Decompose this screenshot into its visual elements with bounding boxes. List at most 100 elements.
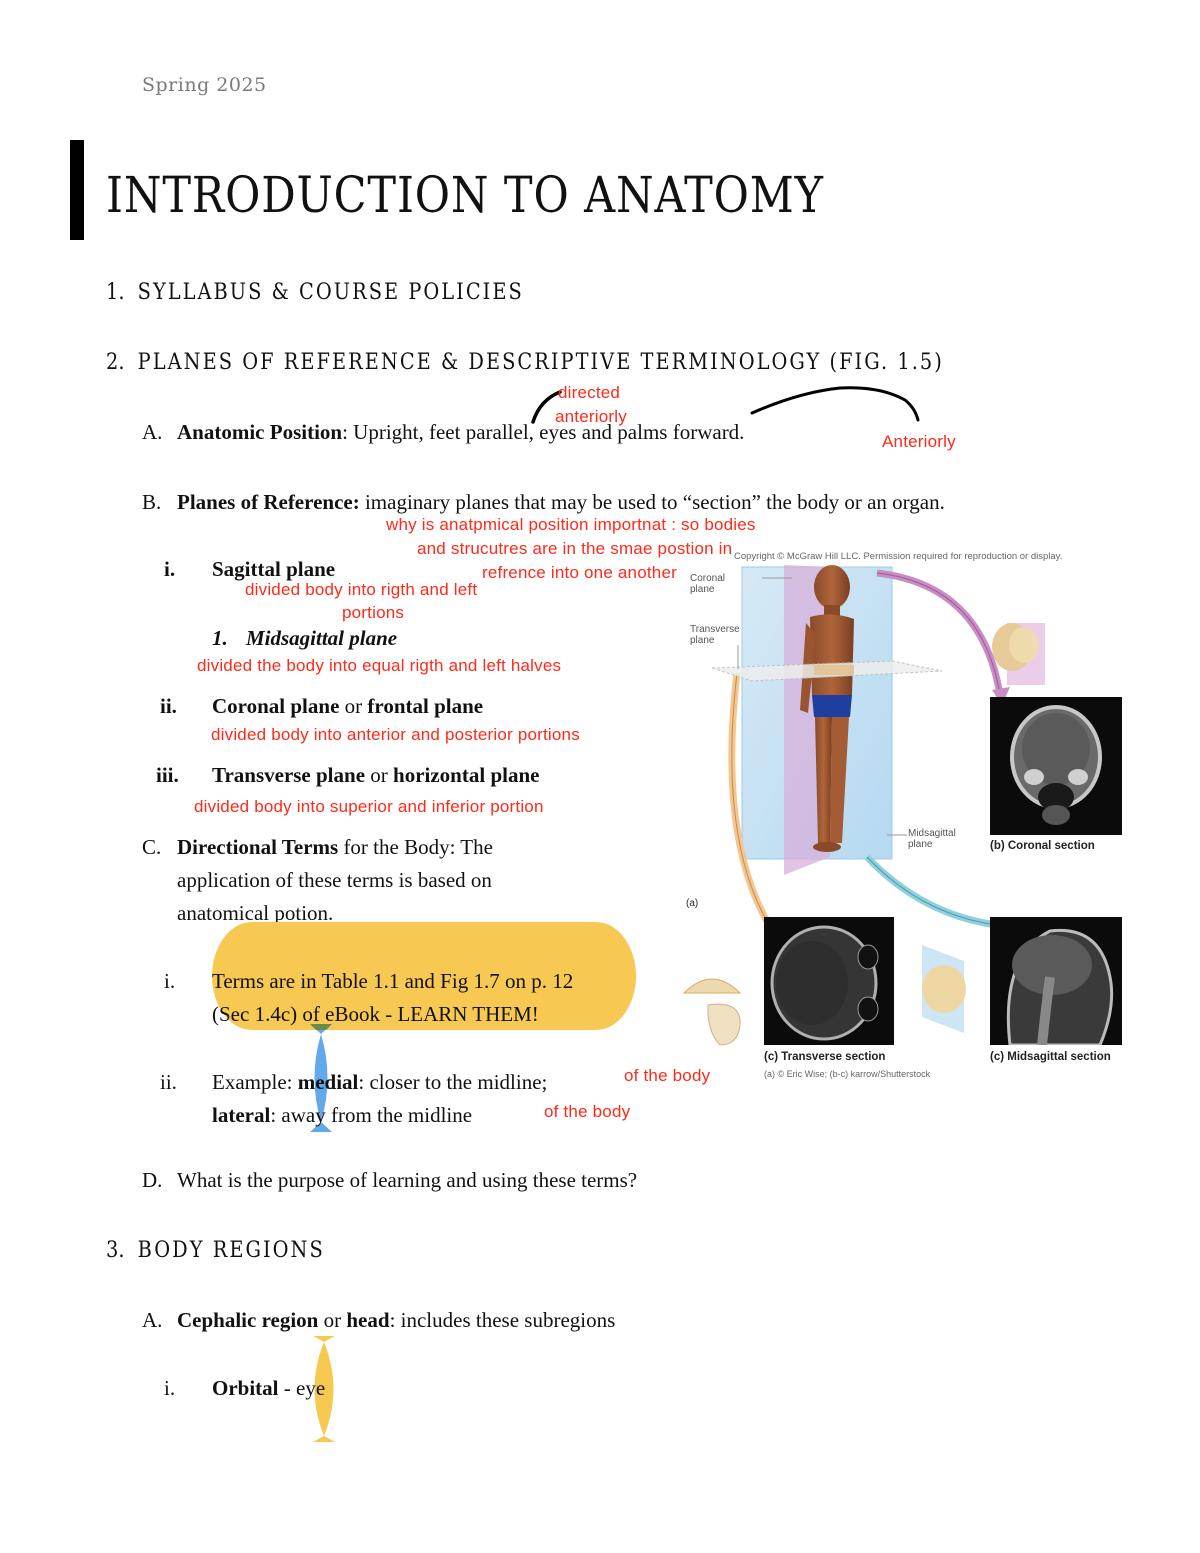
term: head	[346, 1308, 390, 1332]
panel-a-label: (a)	[686, 898, 699, 909]
midsagittal-plane-label: Midsagittal plane	[908, 828, 956, 850]
section-title: BODY REGIONS	[137, 1238, 325, 1263]
yellow-highlight-marker	[313, 1336, 335, 1442]
coronal-section-caption: (b) Coronal section	[990, 840, 1095, 852]
section-title: SYLLABUS & COURSE POLICIES	[137, 280, 524, 305]
item-marker: A.	[142, 420, 163, 444]
terms-table-item: i. Terms are in Table 1.1 and Fig 1.7 on…	[164, 965, 573, 1026]
connector: or	[339, 694, 368, 718]
text: : closer to the midline;	[358, 1070, 548, 1094]
page-title: INTRODUCTION TO ANATOMY	[106, 166, 824, 224]
transverse-plane-label: Transverse plane	[690, 624, 740, 646]
midsagittal-section-caption: (c) Midsagittal section	[990, 1051, 1111, 1063]
term: frontal plane	[367, 694, 484, 718]
label-line: Midsagittal	[908, 828, 956, 839]
definition: : Upright, feet parallel, eyes and palms…	[342, 420, 745, 444]
section-title: PLANES OF REFERENCE & DESCRIPTIVE TERMIN…	[137, 350, 944, 375]
term: Transverse plane	[212, 763, 366, 787]
item-marker: 1.	[212, 626, 228, 650]
definition: imaginary planes that may be used to “se…	[359, 490, 945, 514]
item-marker: iii.	[156, 763, 179, 787]
section-1-heading: 1. SYLLABUS & COURSE POLICIES	[106, 280, 524, 305]
ink-arcs	[531, 386, 920, 424]
blue-highlight-marker	[310, 1024, 332, 1132]
term: Cephalic region	[177, 1308, 319, 1332]
midsagittal-plane-item: 1. Midsagittal plane	[212, 626, 397, 651]
anatomy-planes-figure: Copyright © McGraw Hill LLC. Permission …	[682, 545, 1132, 1085]
yellow-highlight	[212, 922, 636, 1030]
term: Midsagittal plane	[246, 626, 398, 650]
label-line: Coronal	[690, 573, 726, 584]
item-marker: ii.	[160, 694, 177, 718]
question-text: What is the purpose of learning and usin…	[177, 1168, 638, 1192]
annotation-anteriorly-small: anteriorly	[555, 407, 627, 426]
sagittal-plane-item: i. Sagittal plane	[164, 557, 335, 582]
section-3-heading: 3. BODY REGIONS	[106, 1238, 325, 1263]
item-marker: ii.	[160, 1070, 177, 1094]
item-marker: i.	[164, 557, 176, 581]
term: Planes of Reference:	[177, 490, 360, 514]
item-marker: i.	[164, 969, 176, 993]
annotation-medial: of the body	[624, 1066, 711, 1085]
transverse-mri-image	[764, 917, 894, 1045]
item-marker: D.	[142, 1168, 163, 1192]
connector: or	[365, 763, 394, 787]
figure-credit: (a) © Eric Wise; (b-c) karrow/Shuttersto…	[764, 1069, 931, 1079]
midsagittal-mri-image	[990, 917, 1122, 1045]
term: Anatomic Position	[177, 420, 343, 444]
semester-label: Spring 2025	[142, 74, 267, 96]
anatomic-position-item: A. Anatomic Position: Upright, feet para…	[142, 420, 744, 445]
term: Coronal plane	[212, 694, 340, 718]
annotation-directed: directed	[558, 383, 621, 402]
cephalic-region-item: A. Cephalic region or head: includes the…	[142, 1308, 615, 1333]
text: : away from the midline	[270, 1103, 473, 1127]
directional-terms-item: C. Directional Terms for the Body: The a…	[142, 831, 493, 925]
annotation-why-line3: refrence into one another	[482, 563, 677, 582]
annotation-sagittal-line1: divided body into rigth and left	[245, 580, 478, 599]
coronal-mri-image	[990, 697, 1122, 835]
label-line: plane	[690, 584, 715, 595]
label-line: Transverse	[690, 624, 740, 635]
item-marker: B.	[142, 490, 162, 514]
term: medial	[297, 1070, 359, 1094]
label-line: plane	[908, 839, 933, 850]
text-line: anatomical potion.	[177, 901, 334, 925]
term: lateral	[212, 1103, 271, 1127]
annotation-anteriorly: Anteriorly	[882, 432, 956, 451]
orbital-item: i. Orbital - eye	[164, 1376, 325, 1401]
annotation-coronal: divided body into anterior and posterior…	[211, 725, 580, 744]
label-line: plane	[690, 635, 715, 646]
section-number: 3.	[106, 1238, 125, 1263]
item-marker: A.	[142, 1308, 163, 1332]
section-number: 2.	[106, 350, 125, 375]
connector: or	[318, 1308, 347, 1332]
purpose-question-item: D. What is the purpose of learning and u…	[142, 1168, 637, 1193]
section-2-heading: 2. PLANES OF REFERENCE & DESCRIPTIVE TERM…	[106, 350, 944, 375]
example-item: ii. Example: medial: closer to the midli…	[160, 1066, 547, 1127]
term: Directional Terms	[177, 835, 339, 859]
coronal-plane-item: ii. Coronal plane or frontal plane	[160, 694, 483, 719]
item-marker: C.	[142, 835, 162, 859]
text: : includes these subregions	[389, 1308, 616, 1332]
term: Sagittal plane	[212, 557, 336, 581]
figure-copyright: Copyright © McGraw Hill LLC. Permission …	[734, 551, 1063, 562]
annotation-midsagittal: divided the body into equal rigth and le…	[197, 656, 562, 675]
annotation-transverse: divided body into superior and inferior …	[194, 797, 544, 816]
term: horizontal plane	[393, 763, 540, 787]
text-line: for the Body: The	[338, 835, 493, 859]
body-planes-illustration	[682, 565, 1045, 1046]
annotation-lateral: of the body	[544, 1102, 631, 1121]
transverse-plane-item: iii. Transverse plane or horizontal plan…	[156, 763, 539, 788]
term: Orbital	[212, 1376, 279, 1400]
section-number: 1.	[106, 280, 125, 305]
item-marker: i.	[164, 1376, 176, 1400]
text-line: Terms are in Table 1.1 and Fig 1.7 on p.…	[212, 969, 574, 993]
planes-of-reference-item: B. Planes of Reference: imaginary planes…	[142, 490, 945, 515]
annotation-why-line2: and strucutres are in the smae postion i…	[417, 539, 733, 558]
text-line: (Sec 1.4c) of eBook - LEARN THEM!	[212, 1002, 539, 1026]
annotation-sagittal-line2: portions	[342, 603, 405, 622]
coronal-plane-label: Coronal plane	[690, 573, 725, 595]
text: Example:	[212, 1070, 298, 1094]
text: - eye	[278, 1376, 326, 1400]
text-line: application of these terms is based on	[177, 868, 492, 892]
